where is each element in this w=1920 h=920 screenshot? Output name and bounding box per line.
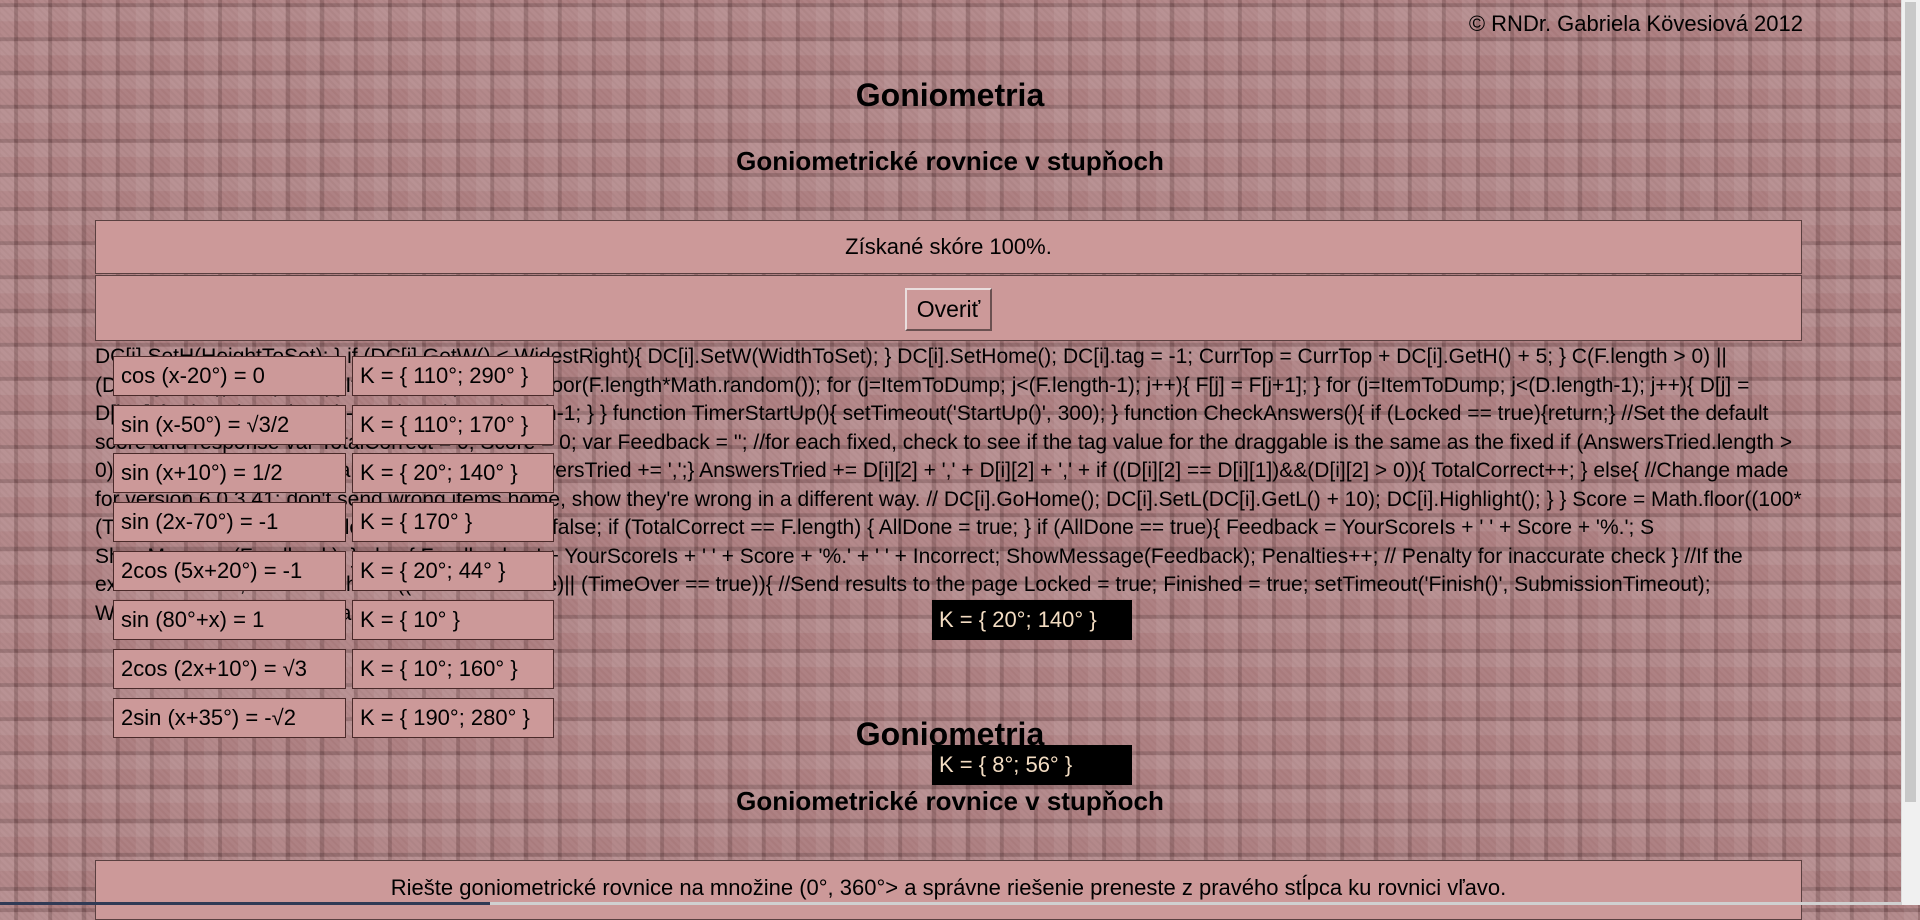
answer-card[interactable]: K = { 20°; 44° } [352, 551, 554, 591]
score-panel: Získané skóre 100%. [95, 220, 1802, 274]
horizontal-scrollbar-thumb[interactable] [0, 902, 490, 905]
check-panel: Overiť [95, 275, 1802, 341]
answer-card[interactable]: K = { 110°; 170° } [352, 405, 554, 445]
instruction-text: Riešte goniometrické rovnice na množine … [390, 875, 1507, 900]
instruction-panel: Riešte goniometrické rovnice na množine … [95, 860, 1802, 920]
equation-card: sin (x+10°) = 1/2 [113, 453, 346, 493]
lower-subtitle: Goniometrické rovnice v stupňoch [736, 786, 1164, 816]
equation-card: sin (2x-70°) = -1 [113, 502, 346, 542]
check-button[interactable]: Overiť [904, 288, 993, 331]
answer-card[interactable]: K = { 110°; 290° } [352, 356, 554, 396]
page-subtitle: Goniometrické rovnice v stupňoch [736, 146, 1164, 176]
equation-card: 2sin (x+35°) = -√2 [113, 698, 346, 738]
scrollbar-thumb[interactable] [1905, 2, 1916, 802]
vertical-scrollbar[interactable] [1901, 0, 1920, 905]
answer-card[interactable]: K = { 10°; 160° } [352, 649, 554, 689]
score-text: Získané skóre 100%. [845, 234, 1052, 259]
horizontal-scrollbar[interactable] [0, 902, 1902, 905]
equation-card: 2cos (5x+20°) = -1 [113, 551, 346, 591]
equation-card: cos (x-20°) = 0 [113, 356, 346, 396]
answer-card[interactable]: K = { 10° } [352, 600, 554, 640]
equation-card: sin (x-50°) = √3/2 [113, 405, 346, 445]
answer-card[interactable]: K = { 190°; 280° } [352, 698, 554, 738]
answer-card[interactable]: K = { 20°; 140° } [352, 453, 554, 493]
dragged-answer-card[interactable]: K = { 20°; 140° } [932, 600, 1132, 640]
equation-card: sin (80°+x) = 1 [113, 600, 346, 640]
equation-card: 2cos (2x+10°) = √3 [113, 649, 346, 689]
copyright: © RNDr. Gabriela Kövesiová 2012 [1468, 11, 1803, 36]
dragged-answer-card[interactable]: K = { 8°; 56° } [932, 745, 1132, 785]
answer-card[interactable]: K = { 170° } [352, 502, 554, 542]
page-title: Goniometria [855, 77, 1045, 113]
